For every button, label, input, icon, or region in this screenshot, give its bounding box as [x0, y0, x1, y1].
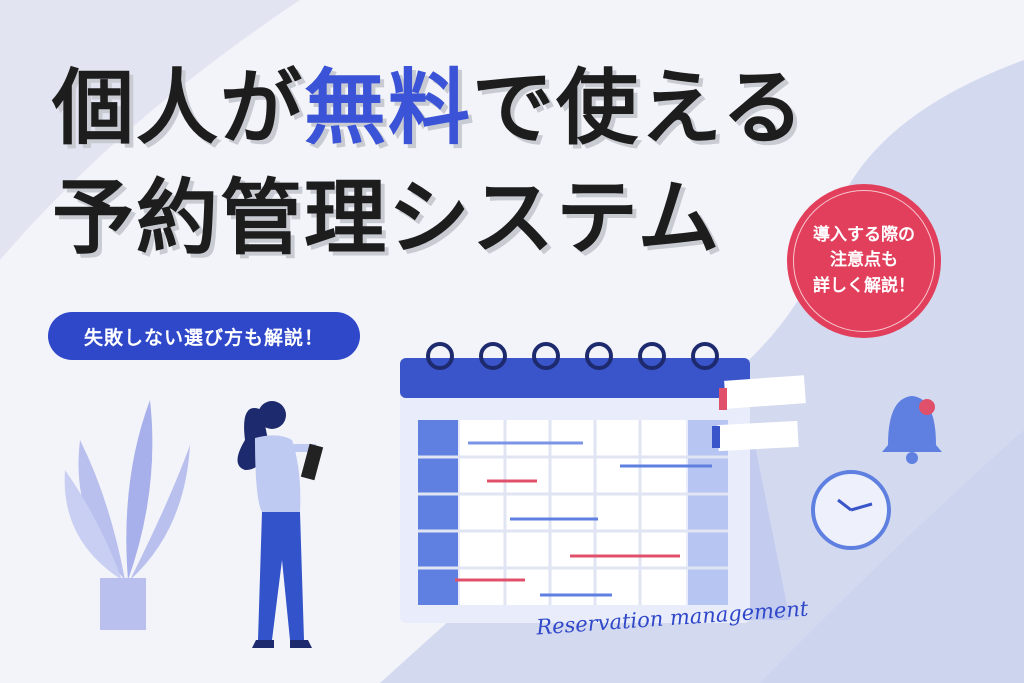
badge-line: 導入する際の	[813, 224, 915, 245]
subtitle-pill: 失敗しない選び方も解説！	[48, 312, 360, 360]
headline-text: で使える	[472, 61, 806, 156]
clock-icon	[811, 470, 891, 550]
woman-with-clipboard-illustration	[237, 401, 324, 648]
headline-text: 個人が	[52, 61, 305, 156]
notice-badge: 導入する際の 注意点も 詳しく解説！	[789, 186, 939, 336]
badge-line: 詳しく解説！	[813, 275, 915, 296]
headline-accent: 無料	[304, 61, 473, 156]
badge-line: 注意点も	[830, 250, 898, 271]
calendar-illustration	[400, 342, 806, 623]
plant-illustration	[64, 400, 190, 630]
bell-icon	[882, 396, 942, 464]
headline-line-1: 個人が無料で使える	[52, 68, 806, 150]
notice-badge-inner: 導入する際の 注意点も 詳しく解説！	[793, 190, 935, 332]
headline-line-2: 予約管理システム	[52, 171, 722, 266]
